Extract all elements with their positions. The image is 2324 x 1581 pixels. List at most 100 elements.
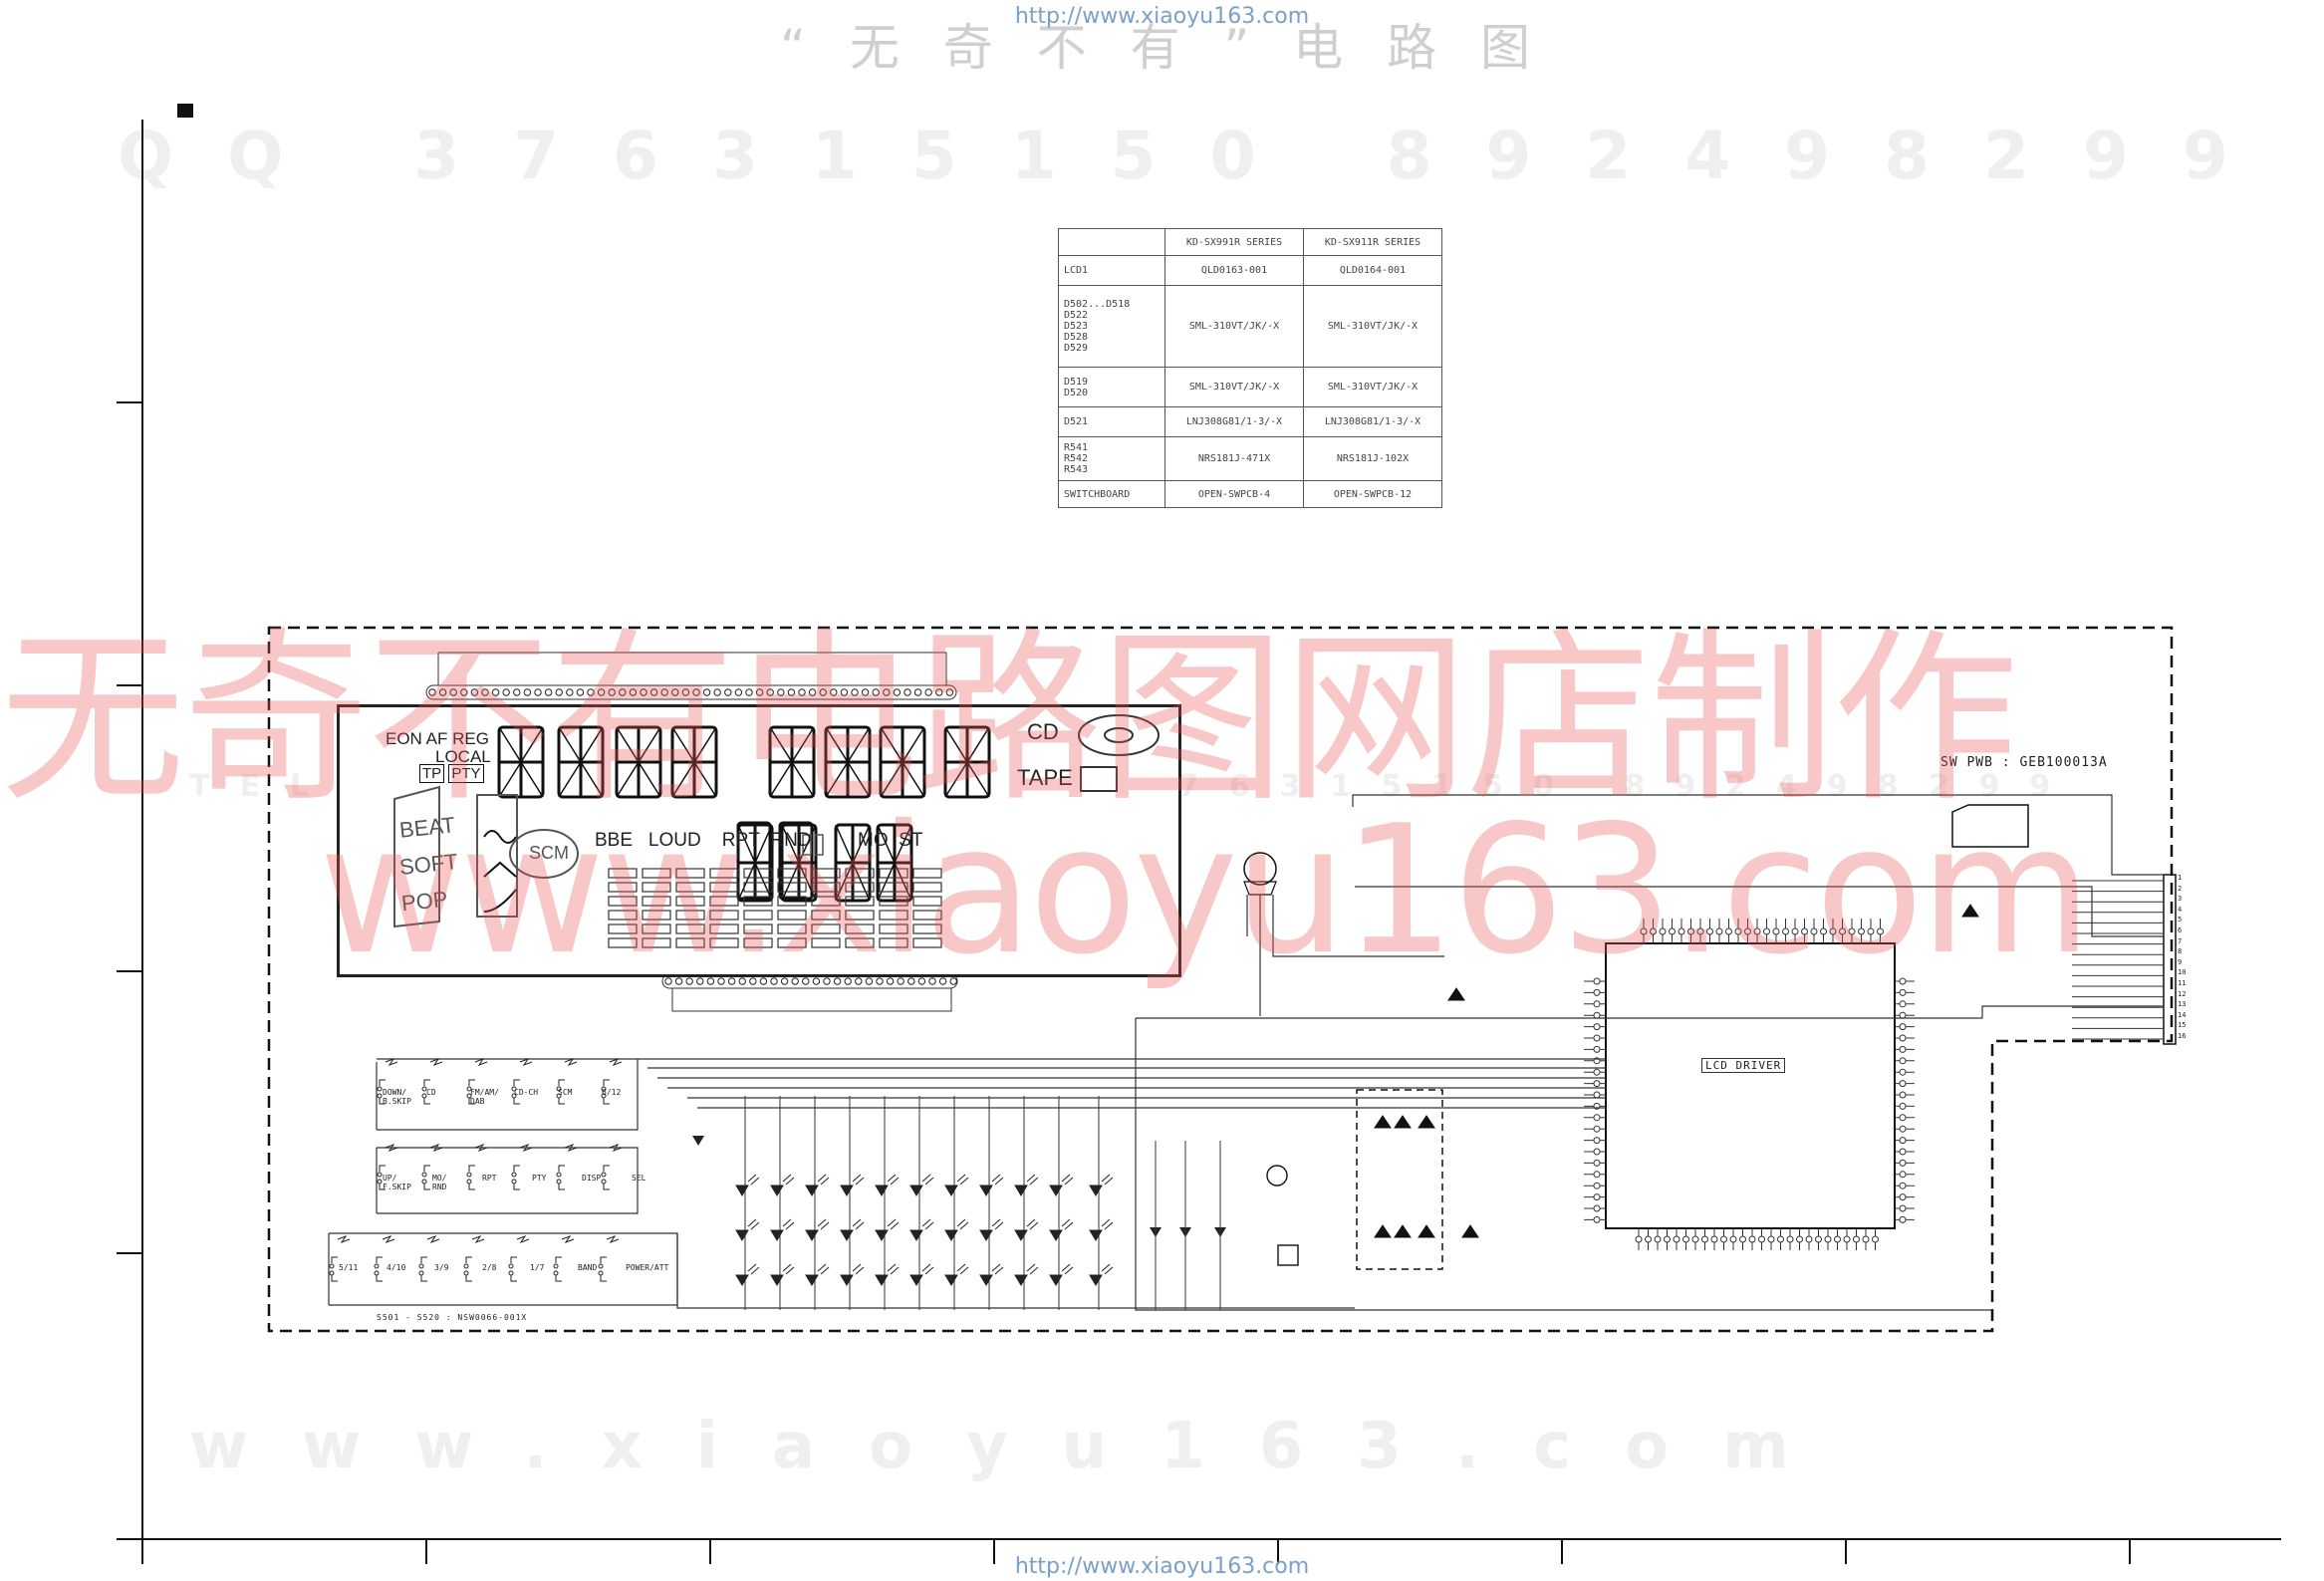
connector-pin-number: 11	[2178, 978, 2187, 987]
parts-table: KD-SX991R SERIES KD-SX911R SERIES LCD1 Q…	[1058, 228, 1442, 508]
table-cell: OPEN-SWPCB-4	[1164, 480, 1304, 508]
connector-pin-number: 13	[2178, 1000, 2187, 1009]
table-cell-ref: R541 R542 R543	[1058, 436, 1165, 481]
connector-pin-number: 14	[2178, 1010, 2187, 1019]
ic-label: LCD DRIVER	[1701, 1058, 1786, 1073]
switch-label: CD-CH	[514, 1088, 539, 1097]
table-row: D521 LNJ308G81/1-3/-X LNJ308G81/1-3/-X	[1058, 406, 1442, 437]
table-cell-ref: SWITCHBOARD	[1058, 480, 1165, 508]
switch-row-1: DOWN/ B.SKIP CD FM/AM/ DAB CD-CH SCM 6/12	[383, 1088, 628, 1106]
lcd-segments	[393, 714, 1160, 948]
connector-pin-number: 10	[2178, 968, 2187, 977]
table-cell: NRS181J-471X	[1164, 436, 1304, 481]
lcd-loud: LOUD	[647, 830, 701, 851]
board-label: SW PWB : GEB100013A	[1940, 755, 2108, 770]
lcd-bbe: BBE	[595, 830, 634, 851]
table-row: D502...D518 D522 D523 D528 D529 SML-310V…	[1058, 285, 1442, 368]
qq-watermark: QQ 376315150 892498299	[118, 118, 2282, 194]
diode-bridge	[1374, 904, 1979, 1238]
table-cell: SML-310VT/JK/-X	[1303, 285, 1442, 368]
connector-pin-number: 8	[2178, 947, 2183, 956]
lcd-pty: PTY	[448, 764, 484, 783]
lcd-driver-ic	[1605, 942, 1896, 1229]
bottom-url-watermark: www.xiaoyu163.com	[189, 1410, 1843, 1483]
red-banner-watermark: 无奇不有电路图网店制作	[0, 611, 2018, 827]
connector-cn	[2163, 874, 2177, 1045]
board-outline	[267, 626, 2174, 1333]
switch-label: POWER/ATT	[626, 1263, 669, 1272]
cd-disc-icon	[1078, 714, 1160, 756]
switch-label: RPT	[482, 1174, 497, 1183]
connector-pin-number: 1	[2178, 874, 2183, 882]
table-cell: SML-310VT/JK/-X	[1164, 367, 1304, 407]
table-row: D519 D520 SML-310VT/JK/-X SML-310VT/JK/-…	[1058, 367, 1442, 407]
pin-dots	[428, 688, 957, 985]
lcd-mo: MO	[858, 830, 889, 851]
connector-pin-number: 12	[2178, 989, 2187, 998]
lcd-tp: TP	[419, 764, 445, 783]
table-row: SWITCHBOARD OPEN-SWPCB-4 OPEN-SWPCB-12	[1058, 480, 1442, 508]
switch-label: 1/7	[530, 1263, 545, 1272]
red-url-watermark: www.xiaoyu163.com	[319, 787, 2092, 993]
switch-label: UP/ F.SKIP	[383, 1174, 411, 1191]
connector-pin-number: 7	[2178, 936, 2183, 945]
lcd-cd: CD	[1027, 719, 1059, 744]
switch-glyphs	[329, 1057, 623, 1282]
lcd-rnd: RND	[770, 830, 812, 851]
switch-label: FM/AM/ DAB	[470, 1088, 504, 1106]
switch-label: 6/12	[602, 1088, 622, 1097]
switch-note: S501 - S520 : NSW0066-001X	[377, 1313, 528, 1322]
switch-label: BAND	[578, 1263, 598, 1272]
lcd-af: AF	[425, 729, 448, 748]
tape-icon	[1080, 766, 1118, 792]
table-cell-ref: D502...D518 D522 D523 D528 D529	[1058, 285, 1165, 368]
table-cell: LNJ308G81/1-3/-X	[1164, 406, 1304, 437]
regulator-small	[1277, 1244, 1299, 1266]
switch-label: PTY	[532, 1174, 547, 1183]
lcd-top-pins	[425, 652, 957, 700]
scm-logo-icon	[509, 829, 579, 879]
switch-label: DISP	[582, 1174, 602, 1183]
connector-pin-number: 4	[2178, 905, 2183, 914]
connector-pin-number: 15	[2178, 1021, 2187, 1030]
table-cell: NRS181J-102X	[1303, 436, 1442, 481]
switch-label: 3/9	[434, 1263, 449, 1272]
connector-pin-number: 16	[2178, 1031, 2187, 1040]
lcd-st: ST	[899, 830, 923, 851]
switch-label: 2/8	[482, 1263, 497, 1272]
table-cell: QLD0164-001	[1303, 255, 1442, 286]
lcd-scm: SCM	[529, 843, 569, 863]
table-header-cell: KD-SX911R SERIES	[1303, 228, 1442, 256]
header-url[interactable]: http://www.xiaoyu163.com	[1014, 4, 1310, 29]
connector-pin-number: 6	[2178, 925, 2183, 934]
lcd-eon: EON	[386, 729, 422, 748]
switch-label: DOWN/ B.SKIP	[383, 1088, 411, 1106]
switch-label: MO/ RND	[432, 1174, 452, 1191]
switch-label: SEL	[632, 1174, 646, 1183]
diode-bridge-box	[1356, 1089, 1443, 1270]
connector-pin-number: 9	[2178, 957, 2183, 966]
switch-label: 5/11	[339, 1263, 359, 1272]
connector-pin-number: 5	[2178, 916, 2183, 924]
switch-row-2: UP/ F.SKIP MO/ RND RPT PTY DISP SEL	[383, 1174, 657, 1191]
transistor-q	[1266, 1165, 1288, 1186]
led-matrix	[692, 1096, 1226, 1310]
switch-label: CD	[426, 1088, 436, 1097]
connector-pin-number: 3	[2178, 895, 2183, 904]
switch-bus	[329, 1058, 1606, 1309]
lcd-tape: TAPE	[1017, 765, 1073, 790]
lcd-display-panel: EON AF REG LOCAL TP PTY CD TAPE BEAT SOF…	[337, 704, 1181, 977]
switch-label: SCM	[558, 1088, 573, 1097]
lcd-reg: REG	[452, 729, 489, 748]
lcd-local: LOCAL	[435, 747, 491, 766]
switch-blocks	[328, 1062, 378, 1305]
lcd-rpt: RPT	[721, 830, 760, 851]
connector-pin-number: 2	[2178, 884, 2183, 893]
table-header-cell: KD-SX991R SERIES	[1164, 228, 1304, 256]
chinese-title: “ 无 奇 不 有 ” 电 路 图	[780, 19, 1544, 77]
footer-url[interactable]: http://www.xiaoyu163.com	[1014, 1554, 1310, 1579]
